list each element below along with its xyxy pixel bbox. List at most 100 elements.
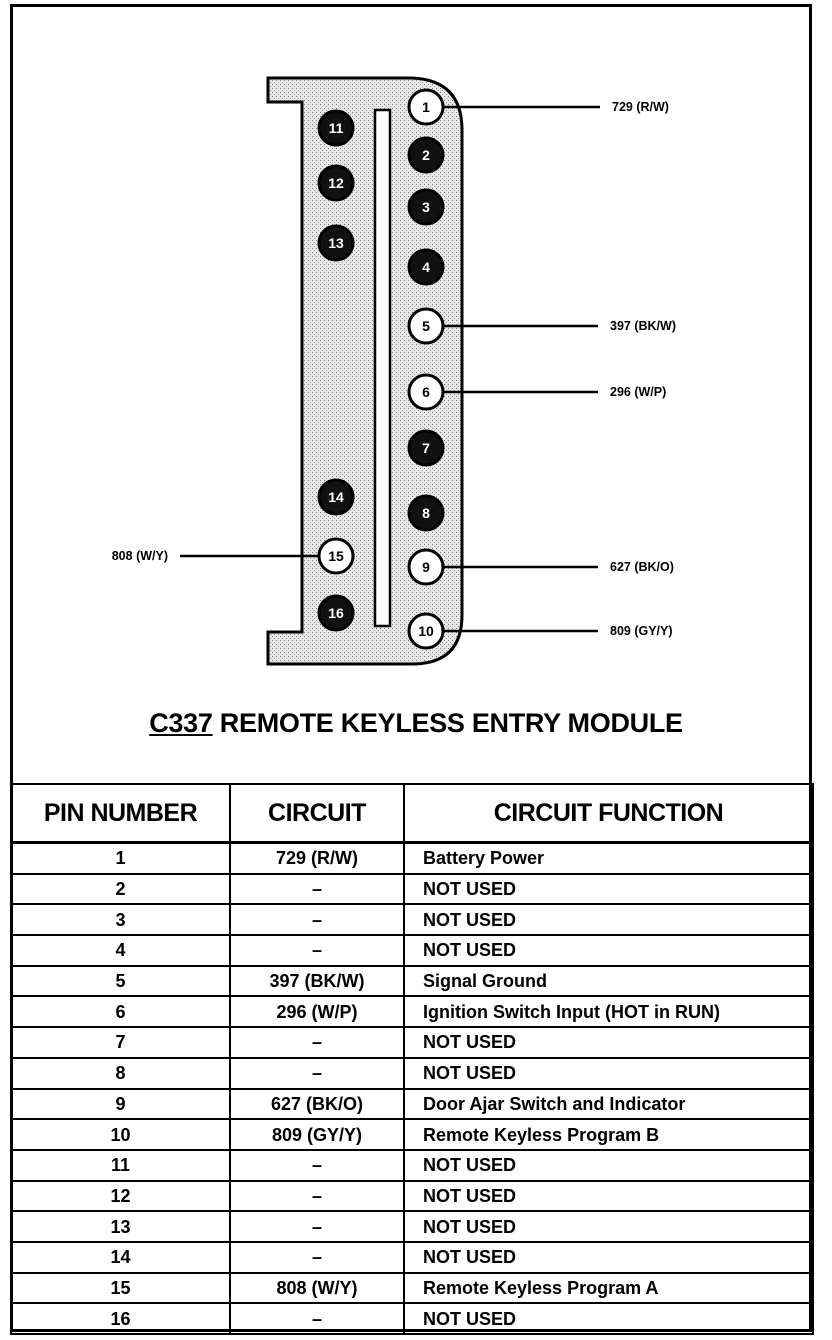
pin-number-label: 12	[328, 175, 344, 191]
table-row: 13–NOT USED	[10, 1210, 814, 1243]
pin-cavity	[317, 478, 355, 516]
circuit-function-cell: Door Ajar Switch and Indicator	[403, 1087, 814, 1121]
circuit-cell: –	[229, 1056, 405, 1090]
circuit-cell: 809 (GY/Y)	[229, 1118, 405, 1151]
pin-number-cell: 4	[10, 934, 231, 967]
circuit-cell: 729 (R/W)	[229, 841, 405, 875]
pin-7: 7	[407, 429, 445, 467]
circuit-function-cell: NOT USED	[403, 934, 814, 967]
pin-6: 6	[407, 373, 445, 411]
circuit-function-cell: NOT USED	[403, 1302, 814, 1335]
pin-number-cell: 15	[10, 1271, 231, 1305]
circuit-function-cell: Signal Ground	[403, 964, 814, 998]
pin-number-cell: 8	[10, 1056, 231, 1090]
connector-id: C337	[149, 708, 213, 738]
circuit-cell: –	[229, 1148, 405, 1182]
circuit-function-cell: NOT USED	[403, 1179, 814, 1213]
pin-number-label: 6	[422, 384, 430, 400]
circuit-cell: –	[229, 1240, 405, 1274]
table-row: 8–NOT USED	[10, 1056, 814, 1090]
pin-cavity	[317, 537, 355, 575]
pin-10: 10	[407, 612, 445, 650]
circuit-cell: –	[229, 1210, 405, 1243]
circuit-function-cell: Remote Keyless Program B	[403, 1118, 814, 1151]
circuit-function-cell: NOT USED	[403, 872, 814, 906]
wire-callout: 296 (W/P)	[443, 385, 666, 399]
pin-number-label: 14	[328, 489, 344, 505]
circuit-function-cell: NOT USED	[403, 1026, 814, 1059]
pin-cavity	[317, 224, 355, 262]
circuit-cell: –	[229, 934, 405, 967]
pin-cavity	[317, 109, 355, 147]
table-row: 3–NOT USED	[10, 903, 814, 937]
pin-number-label: 9	[422, 559, 430, 575]
pin-14: 14	[317, 478, 355, 516]
circuit-function-cell: NOT USED	[403, 903, 814, 937]
circuit-function-cell: NOT USED	[403, 1240, 814, 1274]
circuit-function-cell: Battery Power	[403, 841, 814, 875]
pin-number-label: 11	[329, 120, 344, 136]
pin-number-cell: 5	[10, 964, 231, 998]
pin-number-label: 3	[422, 199, 430, 215]
wire-callout: 397 (BK/W)	[443, 319, 676, 333]
pin-number-cell: 12	[10, 1179, 231, 1213]
circuit-cell: –	[229, 872, 405, 906]
wire-circuit-label: 808 (W/Y)	[112, 549, 168, 563]
wire-callout: 809 (GY/Y)	[443, 624, 673, 638]
table-row: 2–NOT USED	[10, 872, 814, 906]
circuit-cell: 397 (BK/W)	[229, 964, 405, 998]
pin-cavity	[407, 612, 445, 650]
pin-2: 2	[407, 136, 445, 174]
circuit-cell: 627 (BK/O)	[229, 1087, 405, 1121]
pin-number-label: 7	[422, 440, 430, 456]
pin-number-cell: 14	[10, 1240, 231, 1274]
pin-number-cell: 7	[10, 1026, 231, 1059]
pin-number-cell: 6	[10, 995, 231, 1029]
pin-cavity	[317, 164, 355, 202]
pin-number-cell: 11	[10, 1148, 231, 1182]
circuit-cell: –	[229, 903, 405, 937]
pin-1: 1	[407, 88, 445, 126]
pin-cavity	[407, 307, 445, 345]
circuit-function-cell: NOT USED	[403, 1056, 814, 1090]
pin-3: 3	[407, 188, 445, 226]
wire-circuit-label: 809 (GY/Y)	[610, 624, 673, 638]
circuit-cell: –	[229, 1026, 405, 1059]
pin-number-cell: 13	[10, 1210, 231, 1243]
wire-circuit-label: 627 (BK/O)	[610, 560, 674, 574]
table-row: 12–NOT USED	[10, 1179, 814, 1213]
pin-cavity	[407, 429, 445, 467]
pin-cavity	[407, 494, 445, 532]
table-row: 14–NOT USED	[10, 1240, 814, 1274]
pin-cavity	[407, 548, 445, 586]
wire-circuit-label: 397 (BK/W)	[610, 319, 676, 333]
wire-callout: 808 (W/Y)	[112, 549, 319, 563]
pin-11: 11	[317, 109, 355, 147]
pin-12: 12	[317, 164, 355, 202]
circuit-function-cell: Ignition Switch Input (HOT in RUN)	[403, 995, 814, 1029]
connector-title: C337 REMOTE KEYLESS ENTRY MODULE	[0, 708, 832, 739]
pin-cavity	[407, 136, 445, 174]
header-pin-number: PIN NUMBER	[10, 783, 231, 844]
pin-8: 8	[407, 494, 445, 532]
circuit-cell: 296 (W/P)	[229, 995, 405, 1029]
pin-number-cell: 1	[10, 841, 231, 875]
table-row: 4–NOT USED	[10, 934, 814, 967]
wire-callout: 627 (BK/O)	[443, 560, 674, 574]
connector-name: REMOTE KEYLESS ENTRY MODULE	[219, 708, 683, 738]
header-circuit: CIRCUIT	[229, 783, 405, 844]
pin-9: 9	[407, 548, 445, 586]
circuit-cell: –	[229, 1302, 405, 1335]
pin-cavity	[407, 88, 445, 126]
pin-number-label: 4	[422, 259, 430, 275]
pin-number-label: 10	[418, 623, 434, 639]
pin-15: 15	[317, 537, 355, 575]
table-row: 16–NOT USED	[10, 1302, 814, 1335]
pin-number-label: 8	[422, 505, 430, 521]
pin-number-label: 2	[422, 147, 430, 163]
